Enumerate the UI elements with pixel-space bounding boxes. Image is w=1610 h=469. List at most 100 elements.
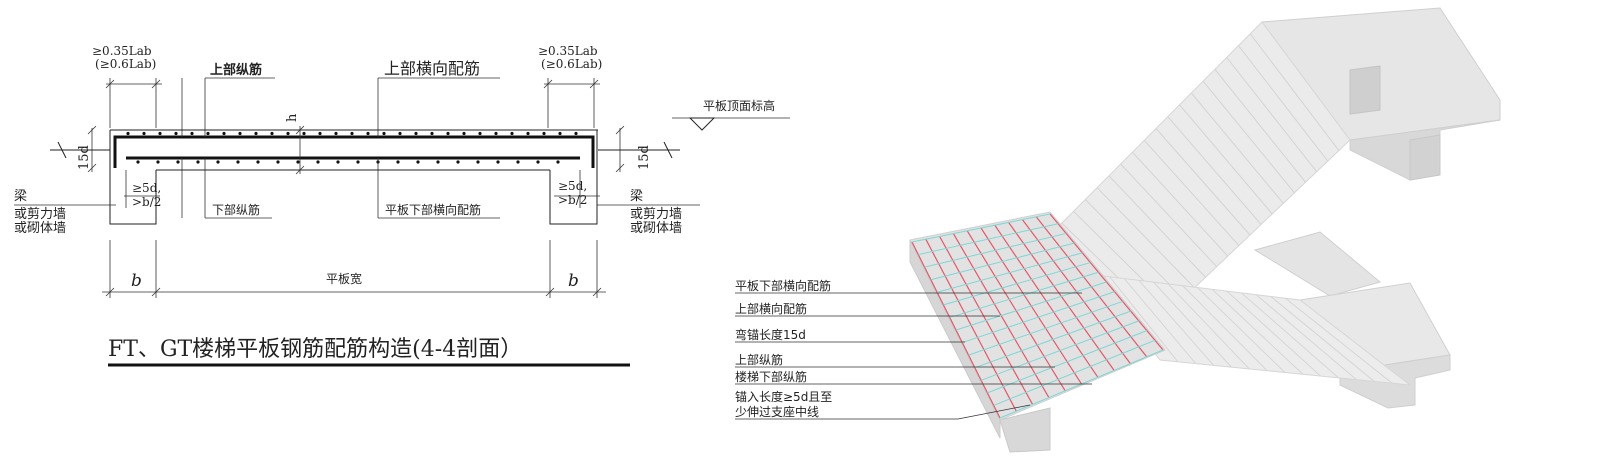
- rebar-transverse: [949, 271, 1099, 318]
- callout-bottom-longitudinal: 楼梯下部纵筋: [735, 369, 807, 384]
- callout-labels: 平板下部横向配筋 上部横向配筋 弯锚长度15d 上部纵筋 楼梯下部纵筋 锚入长度…: [735, 278, 1092, 420]
- support-right-line3: 或砌体墙: [630, 221, 682, 236]
- rebar-dot: [196, 160, 200, 164]
- rebar-dot: [430, 131, 434, 136]
- stair-step-edge: [1197, 287, 1286, 373]
- support-right: [549, 130, 598, 225]
- rebar-dot: [176, 160, 180, 164]
- rebar-dot: [536, 160, 540, 164]
- callout-top-transverse: 上部横向配筋: [735, 301, 807, 316]
- callout-embed-line1: 锚入长度≥5d且至: [735, 389, 832, 404]
- rebar-dot: [216, 160, 220, 164]
- rebar-dot: [542, 131, 546, 136]
- rebar-transverse: [918, 223, 1059, 256]
- stair-step-edge: [1120, 163, 1218, 268]
- rebar-dot: [256, 160, 260, 164]
- rebar-dot: [462, 131, 466, 136]
- rebar-dot: [516, 160, 520, 164]
- stair-step-edge: [1132, 151, 1229, 257]
- rebar-transverse: [943, 262, 1091, 306]
- rebar-transverse: [968, 300, 1123, 356]
- rebar-dot: [574, 131, 578, 136]
- support-right-line2: 或剪力墙: [630, 206, 682, 222]
- rebar-dot: [296, 160, 300, 164]
- stair-step-edge: [1202, 80, 1295, 194]
- rebar-dot: [254, 131, 258, 136]
- stair-step-edge: [1211, 288, 1304, 375]
- rebar-dot: [336, 160, 340, 164]
- rebar-dot: [158, 131, 162, 136]
- support-left-line3: 或砌体墙: [14, 221, 66, 236]
- rebar-dot: [316, 160, 320, 164]
- support-left-line2: 或剪力墙: [14, 206, 66, 222]
- stair-step-edge: [1108, 175, 1206, 278]
- stair-step-edge: [1226, 57, 1318, 172]
- slab-width-label: 平板宽: [326, 271, 362, 286]
- stair-step-edge: [1167, 283, 1250, 370]
- stair-step-edge: [1285, 297, 1393, 384]
- rebar-dot: [382, 131, 386, 136]
- stair-step-edge: [1238, 45, 1329, 162]
- rebar-transverse: [980, 320, 1139, 381]
- rebar-dot: [286, 131, 290, 136]
- support-left: [109, 130, 157, 225]
- anchor-right-line2: (≥0.6Lab): [541, 57, 602, 71]
- rebar-dot: [526, 131, 530, 136]
- stair-step-edge: [1123, 278, 1197, 364]
- anchor-left-line1: ≥0.35Lab: [92, 44, 152, 58]
- rebar-dot: [136, 160, 140, 164]
- rebar-dot: [556, 160, 560, 164]
- callout-top-longitudinal: 上部纵筋: [735, 352, 783, 367]
- top-longitudinal-label: 上部纵筋: [210, 62, 262, 78]
- stair-step-edge: [1138, 280, 1214, 366]
- break-line-left: [50, 141, 110, 159]
- rebar-dot: [494, 131, 498, 136]
- rebar-dot: [476, 160, 480, 164]
- rebar-dot: [496, 160, 500, 164]
- rebar-dot: [350, 131, 354, 136]
- rebar-dot: [398, 131, 402, 136]
- anchor-right-line1: ≥0.35Lab: [538, 44, 598, 58]
- rebar-dot: [416, 160, 420, 164]
- bottom-longitudinal-label: 下部纵筋: [212, 202, 260, 217]
- stair-step-edge: [1155, 128, 1251, 236]
- rebar-dot: [478, 131, 482, 136]
- dim-b-left: b: [131, 271, 142, 291]
- section-drawing: ≥0.35Lab (≥0.6Lab) ≥0.35Lab (≥0.6Lab) 上部…: [14, 44, 790, 367]
- stair-step-edge: [1084, 199, 1184, 299]
- break-line-right: [598, 141, 680, 159]
- rebar-grid: [911, 213, 1164, 419]
- stair-step-edge: [1226, 290, 1322, 377]
- rebar-dot: [238, 131, 242, 136]
- rebar-dot: [414, 131, 418, 136]
- top-transverse-label: 上部横向配筋: [384, 59, 480, 78]
- lower-landing-top: [1253, 231, 1382, 297]
- anchor-left-line2: (≥0.6Lab): [95, 57, 156, 71]
- rebar-dot: [126, 131, 130, 136]
- dim-h-label: h: [285, 113, 300, 122]
- rebar-dot: [142, 131, 146, 136]
- rebar-transverse: [937, 252, 1083, 293]
- rebar-transverse: [993, 339, 1156, 406]
- diagram-title: FT、GT楼梯平板钢筋配筋构造(4-4剖面）: [108, 337, 522, 362]
- stair-step-edge: [1241, 292, 1339, 379]
- bottom-transverse-dots: [136, 160, 560, 164]
- support-beam: [999, 407, 1051, 453]
- rebar-transverse: [911, 213, 1051, 243]
- rebar-dot: [436, 160, 440, 164]
- stair-step-edge: [1270, 296, 1375, 382]
- stair-step-edge: [1096, 187, 1195, 289]
- rebar-dot: [190, 131, 194, 136]
- rebar-transverse: [974, 310, 1131, 369]
- rebar-dot: [302, 131, 306, 136]
- callout-bend-anchor: 弯锚长度15d: [735, 327, 806, 342]
- support-right-line1: 梁: [630, 189, 643, 204]
- top-transverse-dots: [126, 131, 578, 136]
- stair-step-edge: [1182, 285, 1268, 372]
- stair-step-edge: [1109, 276, 1179, 363]
- rebar-dot: [222, 131, 226, 136]
- rebar-transverse: [987, 330, 1148, 394]
- rebar-dot: [270, 131, 274, 136]
- rebar-dot: [206, 131, 210, 136]
